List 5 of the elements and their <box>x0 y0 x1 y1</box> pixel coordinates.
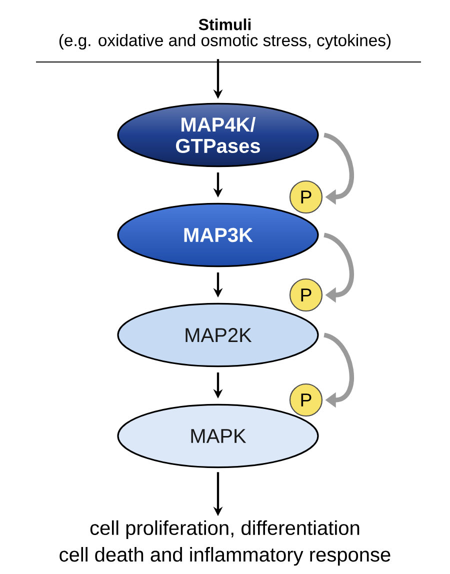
response-label: cell proliferation, differentiation cell death and inflammatory response <box>60 520 390 566</box>
arrow <box>323 332 354 408</box>
stimulus-label: Stimuli (e.g. oxidative and osmotic stress, cytokines) <box>59 18 390 50</box>
arrow <box>323 132 354 205</box>
arrow <box>323 232 354 303</box>
